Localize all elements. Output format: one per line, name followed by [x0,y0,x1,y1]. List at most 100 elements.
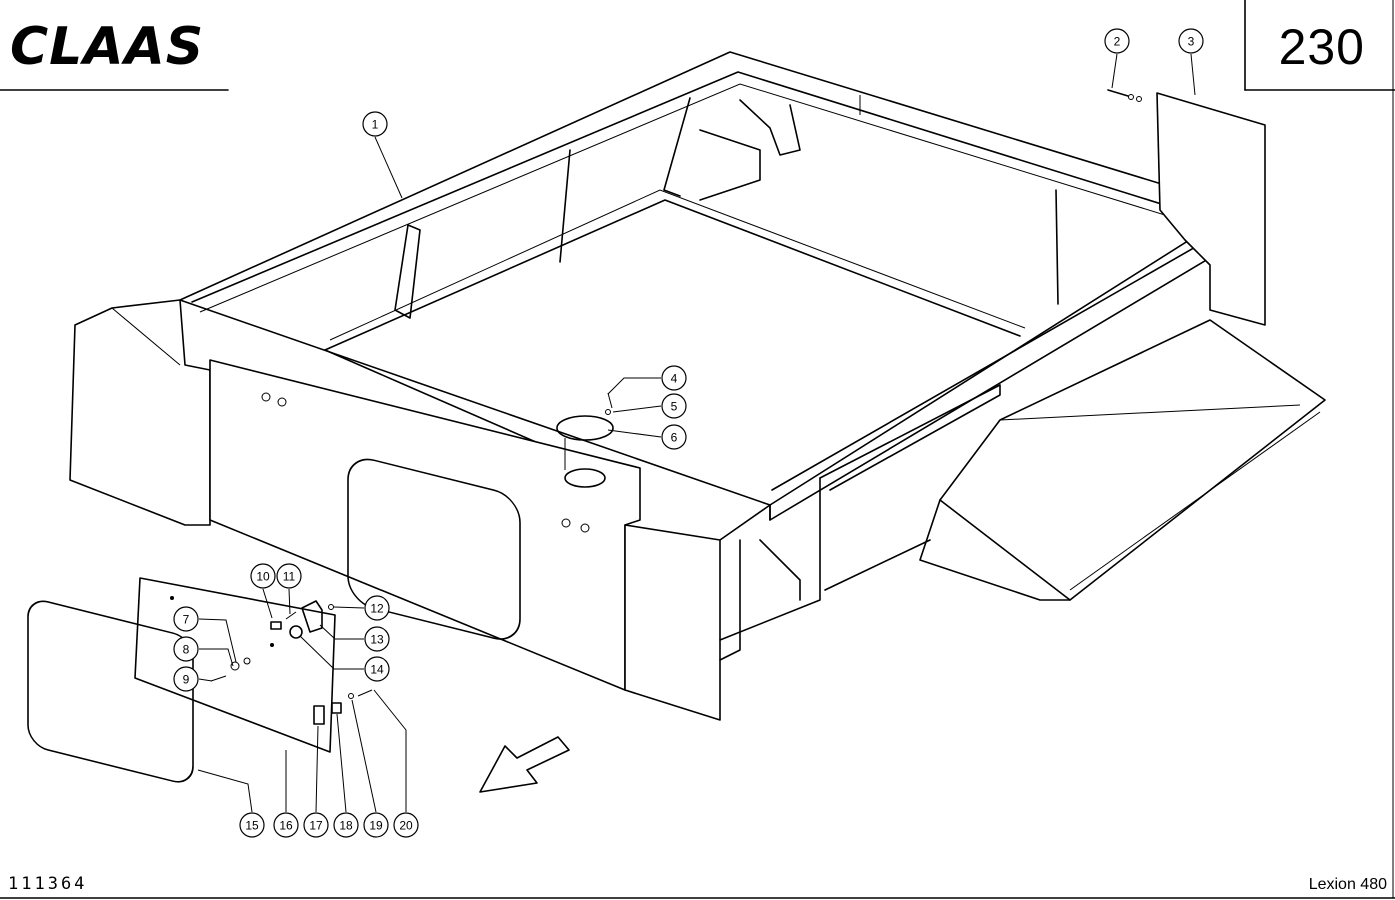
callout-leader-4 [607,377,661,395]
right-front-housing [624,524,721,721]
auger-trough [939,319,1326,601]
hatch-seal [27,600,194,783]
callout-circle-4 [661,365,687,391]
callout-leader-18 [336,713,347,813]
floor-cover-bolt [607,392,613,409]
hatch-door-panel [134,577,336,753]
wall-hole [561,518,571,528]
latch-17 [313,705,325,725]
washer-2b [1136,96,1142,102]
right-lower-bar [824,539,931,591]
callout-circle-6 [661,424,687,450]
callout-leader-15 [197,769,253,813]
pivot-14 [289,625,303,639]
right-lower-rail [819,384,1001,491]
callout-number-18: 18 [339,819,353,833]
floor-cover-washer [605,409,611,415]
nut-12 [328,604,334,610]
callout-number-19: 19 [369,819,383,833]
callout-number-15: 15 [245,819,259,833]
grain-tank-frame [27,51,1326,783]
callout-number-16: 16 [279,819,293,833]
callout-circle-10 [250,563,276,589]
callout-circle-20 [393,812,419,838]
callout-leader-9 [198,678,213,682]
washer-7 [230,661,240,671]
callout-circle-3 [1178,28,1204,54]
callout-number-13: 13 [370,633,384,647]
callout-leader-6 [607,429,662,438]
washer-19 [348,693,354,699]
inner-floor-edge-back [324,199,1021,351]
back-wall-panel [699,129,761,201]
right-leg-front [719,477,821,641]
left-end-crease [111,307,181,366]
floor-cover-plate [556,415,614,441]
hatch-rivet [170,596,174,600]
stiffener-right [1055,189,1059,305]
callout-circle-11 [276,563,302,589]
right-side-rim [769,239,1241,521]
callout-number-3: 3 [1188,35,1195,49]
callout-circle-13 [364,626,390,652]
top-rim-lip [199,83,1221,313]
stiffener-left [394,224,421,319]
callout-leader-20 [373,689,407,812]
washer-8 [243,657,251,665]
wall-hole [580,523,590,533]
callout-number-2: 2 [1114,35,1121,49]
callout-circle-19 [363,812,389,838]
hatch-rivet [270,643,274,647]
inspection-opening [347,458,521,640]
callout-leader-1 [374,136,403,199]
callout-leader-5 [612,405,662,413]
bolt-9 [210,675,227,682]
spacer-18 [331,702,342,714]
callout-leader-7 [198,618,237,663]
stiffener-back-left [663,97,691,197]
back-bracket [739,99,801,156]
page-number: 230 [1278,19,1365,75]
callout-number-11: 11 [283,570,296,584]
right-front-top [719,504,771,541]
callout-circle-14 [364,656,390,682]
drawing-number: 111364 [8,874,88,894]
callout-leader-8 [199,648,234,667]
right-leg-inner [719,539,741,661]
callout-circle-12 [364,595,390,621]
callout-circle-17 [303,812,329,838]
washer-2a [1128,94,1134,100]
callout-circle-18 [333,812,359,838]
callout-circle-9 [173,666,199,692]
callout-number-8: 8 [183,643,190,657]
callout-circle-5 [661,393,687,419]
callout-circle-15 [239,812,265,838]
callout-leader-3 [1190,53,1196,96]
wall-hole [261,392,271,402]
floor-opening [564,468,606,488]
wall-hole [277,397,287,407]
callout-number-7: 7 [183,613,190,627]
claas-logo: CLAAS [10,17,204,74]
callout-leader-13 [319,624,364,640]
callout-number-5: 5 [671,400,678,414]
callout-number-6: 6 [671,431,678,445]
brand-logo-text: CLAAS [10,17,204,74]
callout-number-20: 20 [399,819,413,833]
direction-arrow [479,736,570,793]
callout-number-10: 10 [256,570,270,584]
callout-leader-12 [333,606,365,609]
bolt-2 [1107,89,1129,97]
callout-number-1: 1 [372,118,379,132]
callout-circle-2 [1104,28,1130,54]
cover-plate-left-edge [1156,92,1161,211]
hinge-13 [301,600,323,633]
callout-number-17: 17 [309,819,323,833]
callout-leader-17 [315,725,319,813]
inner-ledge [329,189,1026,341]
stiffener-mid [559,149,571,263]
auger-trough-lip [1069,411,1321,591]
callout-circle-8 [173,636,199,662]
